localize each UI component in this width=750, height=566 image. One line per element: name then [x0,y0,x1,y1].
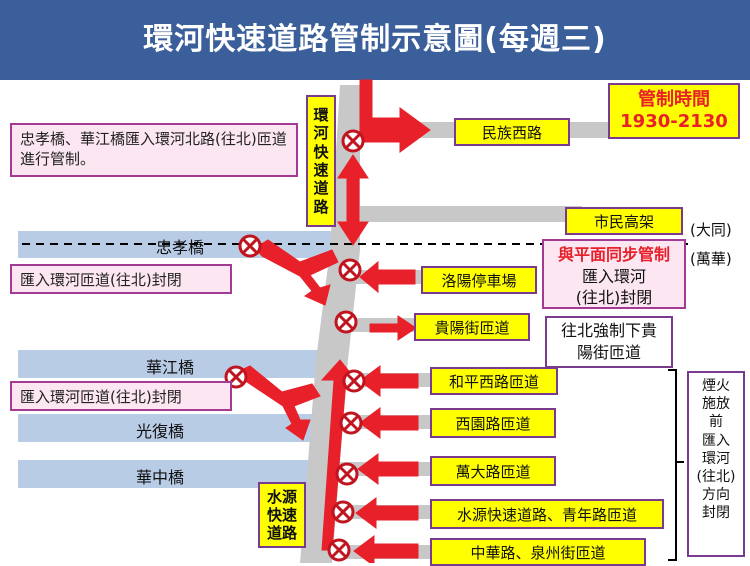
label-huazhong: 華中橋 [135,468,184,487]
arrow-vertical-shaft [346,174,360,226]
shuiyuan-line: 道路 [266,524,297,543]
arrow-zhonghua [353,535,419,563]
ramp-xiyuan: 西園路匝道 [430,408,556,438]
closure-marker [331,500,355,524]
sync-line2: (往北)封閉 [575,288,653,308]
sync-title: 與平面同步管制 [557,245,670,264]
ramp-shuiyuan-qingnian: 水源快速道路、青年路匝道 [430,499,664,529]
control-time-label: 管制時間 [638,89,710,111]
closure-marker [342,369,366,393]
band-guangfu [18,414,318,442]
control-time-box: 管制時間 1930-2130 [608,83,740,139]
closure-marker [338,258,362,282]
guiyang-note-line2: 陽街匝道 [576,342,641,362]
arrow-main-north [320,359,358,551]
note-guiyang-forced-exit: 往北強制下貴 陽街匝道 [545,316,673,368]
ramp-wanda: 萬大路匝道 [430,456,556,486]
fireworks-line: 方向 [702,487,730,504]
arrow-luoyang [359,260,416,294]
closure-marker [335,462,359,486]
label-shuiyuan-expressway: 水源 快速 道路 [258,482,306,548]
main-road [300,85,360,563]
ramp-minzu: 民族西路 [454,118,570,146]
arrow-minzu [359,79,431,153]
ramp-guiyang: 貴陽街匝道 [414,313,530,341]
huanhe-char: 河 [313,124,329,143]
fireworks-line: 匯入 [702,432,730,449]
road-shimin [352,206,582,222]
huanhe-char: 路 [313,197,329,216]
note-closure-1: 匯入環河匝道(往北)封閉 [10,264,232,294]
arrow-vertical-up [337,154,369,179]
header-bar [0,0,750,80]
fireworks-line: 環河 [702,450,730,467]
arrow-xiyuan [359,407,419,439]
closure-marker [238,234,262,258]
arrow-heping [359,365,419,397]
fireworks-line: 煙火 [702,378,730,394]
huanhe-char: 速 [313,161,329,179]
bracket [668,369,684,561]
label-guangfu: 光復橋 [135,422,184,441]
arrow-vertical-down [337,221,369,246]
closure-marker [341,129,365,153]
arrow-zhongxiao-split [254,239,339,306]
arrow-guiyang [369,315,417,341]
arrow-huajiang-split [236,365,321,441]
huanhe-char: 道 [313,179,329,198]
note-fireworks-closure: 煙火 施放 前 匯入 環河 (往北) 方向 封閉 [687,371,745,557]
band-huajiang [18,350,318,378]
arrow-wanda [357,453,419,485]
fireworks-line: 封閉 [702,505,730,522]
ramp-luoyang: 洛陽停車場 [421,266,537,294]
closure-marker [339,411,363,435]
huanhe-char: 快 [313,142,329,161]
note-closure-2: 匯入環河匝道(往北)封閉 [10,381,232,411]
label-huajiang: 華江橋 [145,358,194,377]
huanhe-char: 環 [313,106,329,125]
label-datong: (大同) [690,221,732,239]
shuiyuan-line: 水源 [266,487,297,506]
label-huanhe-expressway: 環 河 快 速 道 路 [306,95,336,227]
label-zhongxiao: 忠孝橋 [155,238,204,257]
closure-marker [334,310,358,334]
closure-marker [327,538,351,562]
note-sync-control: 與平面同步管制 匯入環河 (往北)封閉 [542,239,686,309]
fireworks-line: (往北) [696,468,736,485]
fireworks-line: 施放 [702,396,730,413]
sync-line1: 匯入環河 [581,266,646,286]
control-time-value: 1930-2130 [620,111,728,132]
fireworks-line: 前 [709,414,723,431]
page-title: 環河快速道路管制示意圖(每週三) [143,22,607,57]
ramp-shimin: 市民高架 [565,207,683,235]
label-wanhua: (萬華) [690,250,732,268]
arrow-shuiyuan [355,497,419,529]
ramp-heping: 和平西路匝道 [430,367,558,395]
ramp-zhonghua: 中華路、泉州街匝道 [430,538,646,566]
note-control-zhongxiao-huajiang: 忠孝橋、華江橋匯入環河北路(往北)匝道進行管制。 [10,123,298,177]
shuiyuan-line: 快速 [266,505,297,524]
guiyang-note-line1: 往北強制下貴 [560,321,657,340]
